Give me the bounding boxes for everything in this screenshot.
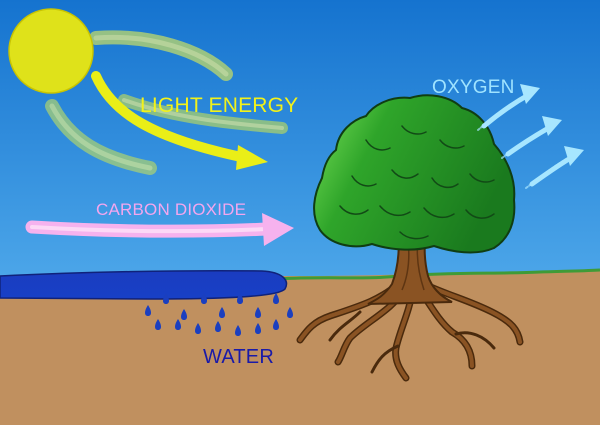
water-drop-icon — [195, 323, 201, 334]
sun-icon — [8, 8, 94, 94]
foliage-texture — [339, 125, 495, 240]
water-drop-icon — [287, 307, 293, 318]
water-drop-icon — [175, 319, 181, 330]
water-drop-icon — [273, 319, 279, 330]
carbon-dioxide-label: CARBON DIOXIDE — [96, 200, 247, 219]
water-drop-icon — [237, 293, 243, 304]
water-drop-icon — [215, 321, 221, 332]
oxygen-arrow-icon — [477, 84, 584, 189]
water-drop-icon — [201, 293, 207, 304]
water-drop-icon — [219, 307, 225, 318]
carbon-dioxide-arrow-icon — [25, 213, 294, 246]
water-drop-icon — [255, 323, 261, 334]
water-drop-icon — [163, 293, 169, 304]
tree-icon — [313, 94, 516, 254]
water-drop-icon — [235, 325, 241, 336]
water-drop-icon — [255, 307, 261, 318]
sun-rays — [45, 30, 288, 175]
oxygen-label: OXYGEN — [432, 77, 515, 98]
water-drop-icon-group — [145, 293, 293, 336]
water-body — [0, 269, 288, 300]
light-energy-arrow-icon — [91, 71, 268, 170]
water-drop-icon — [155, 319, 161, 330]
water-label: WATER — [203, 346, 274, 368]
water-drop-icon — [273, 293, 279, 304]
light-energy-label: LIGHT ENERGY — [140, 94, 299, 117]
water-drop-icon — [145, 305, 151, 316]
grass-line — [277, 268, 600, 281]
tree-trunk — [367, 229, 453, 305]
water-drop-icon — [181, 309, 187, 320]
